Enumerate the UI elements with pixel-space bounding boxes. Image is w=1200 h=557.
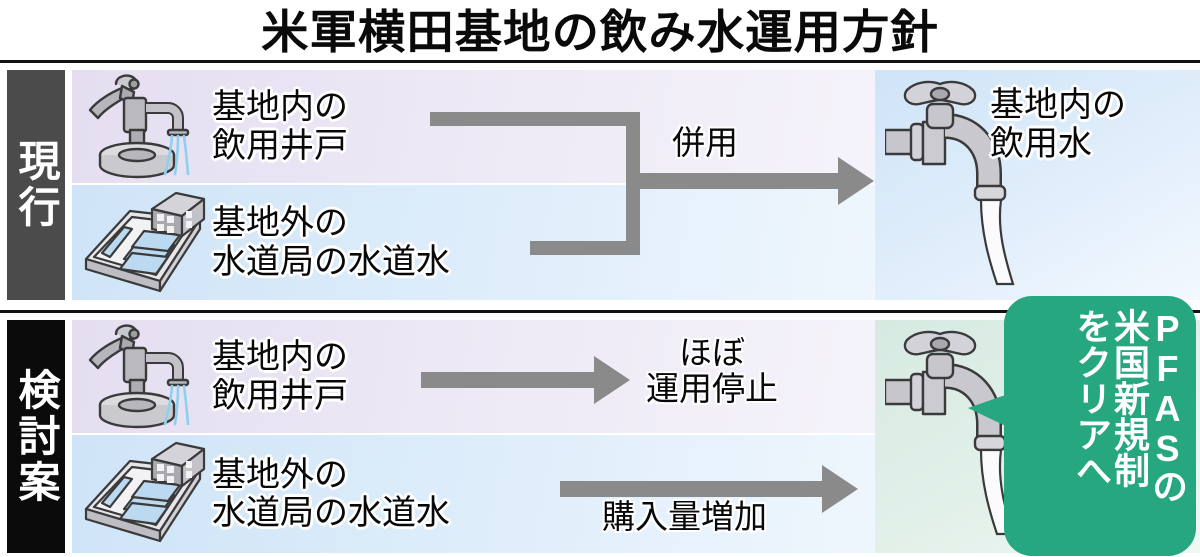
water-treatment-plant-icon (72, 185, 212, 300)
row-proposal: 検討案 (0, 310, 1200, 557)
faucet-icon (883, 324, 1020, 539)
arrow-shaft-halt (421, 372, 596, 388)
source-label-plant-current: 基地外の 水道局の水道水 (212, 204, 450, 281)
faucet-icon (883, 74, 1020, 289)
category-tab-proposal-label: 検討案 (13, 367, 61, 506)
category-tab-proposal: 検討案 (7, 320, 65, 553)
source-panel-plant-current: 基地外の 水道局の水道水 (72, 185, 878, 300)
callout-column-1: PFASの (1147, 308, 1188, 503)
callout-column-3: をクリアへ (1071, 308, 1112, 488)
arrow-head-halt (594, 356, 630, 404)
source-label-well-proposal: 基地内の 飲用井戸 (212, 338, 348, 415)
connector-arrow-shaft (626, 173, 841, 189)
water-treatment-plant-icon (72, 435, 212, 553)
hand-pump-icon (72, 70, 212, 183)
page-title: 米軍横田基地の飲み水運用方針 (261, 6, 939, 58)
source-label-well-current: 基地内の 飲用井戸 (212, 88, 348, 165)
hand-pump-icon (72, 320, 212, 433)
arrow-head-purchase (822, 465, 858, 513)
category-tab-current: 現行 (7, 70, 65, 300)
arrow-label-halt: ほぼ 運用停止 (646, 334, 778, 408)
arrow-label-purchase: 購入量増加 (602, 498, 767, 535)
source-label-plant-proposal: 基地外の 水道局の水道水 (212, 455, 450, 532)
arrow-shaft-purchase (560, 481, 824, 497)
callout-tail-icon (968, 392, 1014, 430)
row-current: 現行 (0, 60, 1200, 305)
output-panel-current: 基地内の 飲用水 (875, 70, 1200, 300)
callout-column-2: 米国新規制 (1109, 308, 1150, 488)
connector-label-combined: 併用 (672, 124, 738, 161)
source-panel-well-current: 基地内の 飲用井戸 (72, 70, 878, 183)
connector-top-horizontal (430, 112, 640, 126)
title-bar: 米軍横田基地の飲み水運用方針 (0, 0, 1200, 58)
connector-bottom-horizontal (530, 241, 640, 255)
pfas-callout: PFASの 米国新規制 をクリアへ (1008, 300, 1192, 552)
connector-arrow-head (838, 157, 874, 205)
category-tab-current-label: 現行 (13, 139, 61, 231)
output-label-current: 基地内の 飲用水 (990, 86, 1126, 164)
